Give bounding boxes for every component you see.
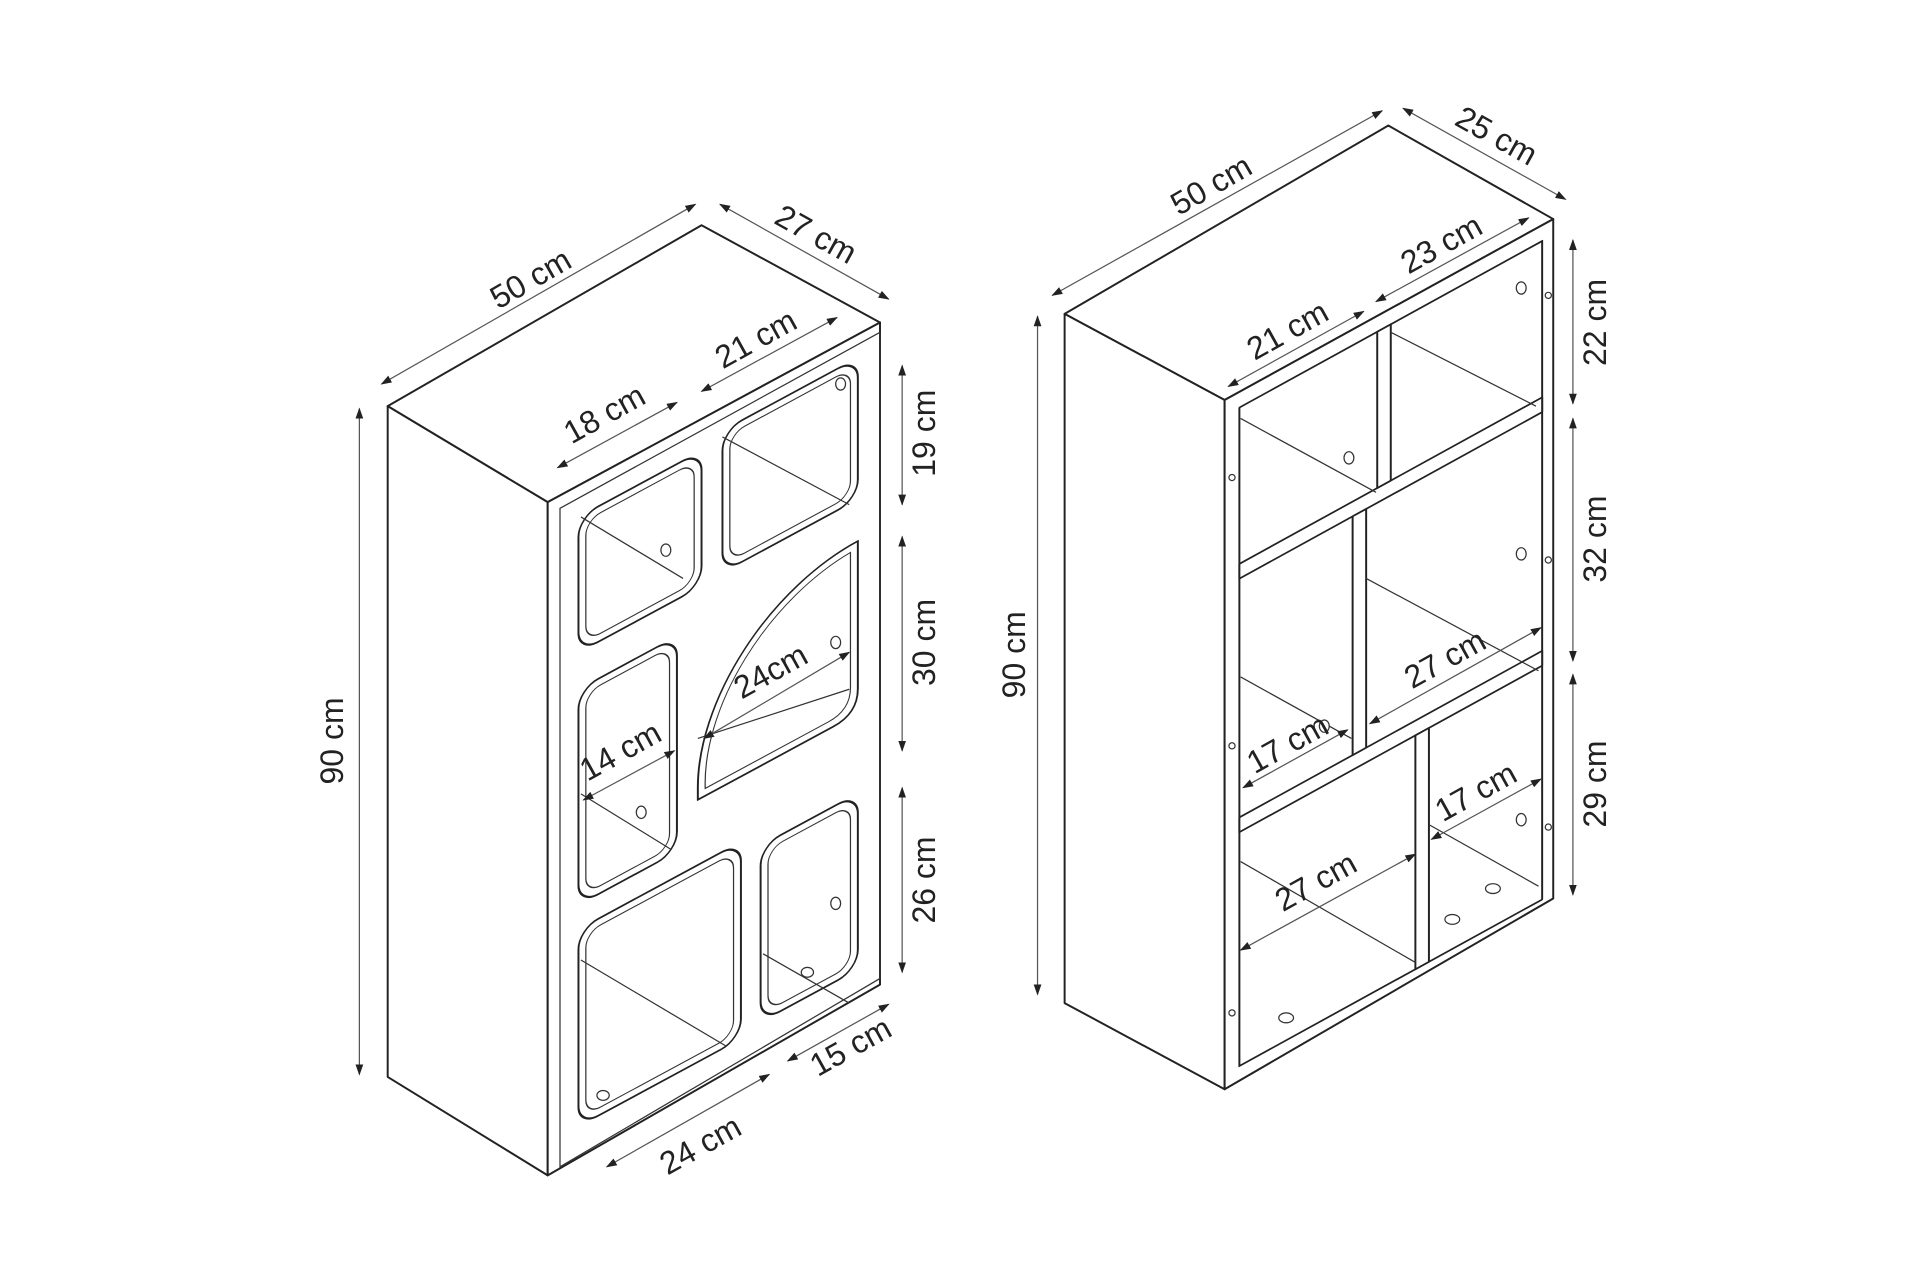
right-width-dimension (1051, 110, 1384, 296)
right-bottom-row-height-label: 29 cm (1577, 740, 1613, 827)
right-middle-row-height-label: 32 cm (1577, 496, 1613, 583)
left-depth-label: 27 cm (769, 197, 863, 271)
right-height-label: 90 cm (996, 611, 1032, 698)
divider-top (1376, 323, 1392, 490)
left-middle-right-height-label: 30 cm (906, 599, 942, 686)
right-shelf: 50 cm 25 cm 90 cm 23 cm 21 cm 22 cm 32 c… (996, 99, 1613, 1091)
divider-middle (1351, 507, 1368, 757)
left-depth-dimension (719, 203, 890, 300)
left-height-label: 90 cm (314, 697, 350, 784)
left-shelf-side-face (386, 405, 549, 1177)
right-depth-dimension (1402, 107, 1567, 200)
left-shelf-cutouts (577, 364, 859, 1120)
left-shelf: 50 cm 27 cm 90 cm 21 cm 18 cm 19 cm 30 c… (314, 197, 942, 1182)
left-bottom-left-width-label: 24 cm (653, 1108, 747, 1182)
right-top-row-height-label: 22 cm (1577, 279, 1613, 366)
left-width-dimension (380, 203, 697, 385)
cutout-top-left (577, 457, 703, 646)
divider-bottom (1414, 726, 1430, 971)
left-top-right-height-label: 19 cm (906, 390, 942, 477)
right-shelf-side-face (1063, 312, 1226, 1091)
cutout-bottom-right (759, 800, 859, 1016)
cutout-top-right (721, 364, 859, 566)
left-bottom-right-height-label: 26 cm (906, 836, 942, 923)
